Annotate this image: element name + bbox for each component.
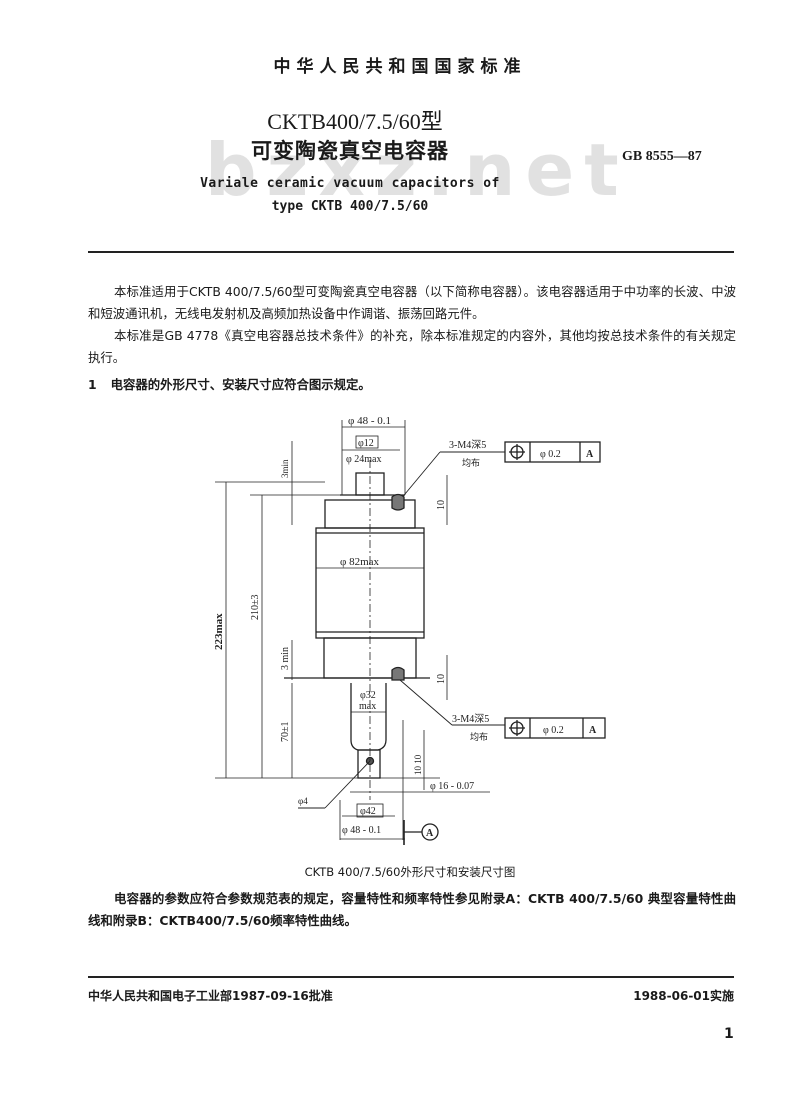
dim-hole: φ4 xyxy=(298,796,308,806)
parameters-text: 电容器的参数应符合参数规范表的规定，容量特性和频率特性参见附录A：CKTB 40… xyxy=(88,891,736,928)
dim-bottom-outer: φ 48 - 0.1 xyxy=(342,825,381,836)
dim-70: 70±1 xyxy=(280,722,291,743)
datum-label: A xyxy=(426,828,434,839)
intro-paragraph-1: 本标准适用于CKTB 400/7.5/60型可变陶瓷真空电容器（以下简称电容器）… xyxy=(88,284,736,321)
page-number: 1 xyxy=(724,1026,734,1042)
dim-3min-top: 3min xyxy=(280,459,290,478)
section-text: 电容器的外形尺寸、安装尺寸应符合图示规定。 xyxy=(110,377,371,392)
effective-date: 1988-06-01实施 xyxy=(633,989,734,1003)
dim-10-10: 10 10 xyxy=(413,754,423,775)
header-divider xyxy=(88,251,734,253)
figure-caption: CKTB 400/7.5/60外形尺寸和安装尺寸图 xyxy=(304,865,516,879)
title-english-line1: Variale ceramic vacuum capacitors of xyxy=(200,176,500,191)
section-number: 1 xyxy=(88,377,97,392)
dim-10-top: 10 xyxy=(436,500,447,510)
intro-paragraph-2: 本标准是GB 4778《真空电容器总技术条件》的补充，除本标准规定的内容外，其他… xyxy=(88,328,736,365)
dim-lower-max: max xyxy=(359,701,376,712)
dim-10-bottom: 10 xyxy=(436,674,447,684)
dim-top-max: φ 24max xyxy=(346,454,382,465)
dim-bottom-inner: φ42 xyxy=(360,806,376,817)
section-1-heading: 1 电容器的外形尺寸、安装尺寸应符合图示规定。 xyxy=(88,375,371,393)
dim-body-length: 210±3 xyxy=(250,595,261,621)
callout-bottom-thread: 3-M4深5 xyxy=(452,713,489,725)
standard-number: GB 8555—87 xyxy=(622,149,702,164)
approval-note: 中华人民共和国电子工业部1987-09-16批准 xyxy=(88,989,333,1003)
intro-section: 本标准适用于CKTB 400/7.5/60型可变陶瓷真空电容器（以下简称电容器）… xyxy=(88,281,736,369)
footer-divider xyxy=(88,976,734,978)
callout-top-datum: A xyxy=(586,449,594,460)
title-model: CKTB400/7.5/60型 xyxy=(267,109,443,134)
dim-lower: φ32 xyxy=(360,690,376,701)
title-english-line2: type CKTB 400/7.5/60 xyxy=(271,199,429,214)
standard-body-header: 中华人民共和国国家标准 xyxy=(273,57,527,77)
callout-top-thread: 3-M4深5 xyxy=(449,439,486,451)
dim-top-inner: φ12 xyxy=(358,438,374,449)
dim-top-outer: φ 48 - 0.1 xyxy=(348,415,391,427)
callout-top-note: 均布 xyxy=(462,457,480,468)
callout-bottom-datum: A xyxy=(589,725,597,736)
dim-3min-bottom: 3 min xyxy=(280,647,291,670)
dim-total: 223max xyxy=(213,613,225,650)
dim-body: φ 82max xyxy=(340,556,380,568)
callout-bottom-tolerance: φ 0.2 xyxy=(543,725,564,736)
callout-bottom-note: 均布 xyxy=(470,731,488,742)
callout-top-tolerance: φ 0.2 xyxy=(540,449,561,460)
dim-16: φ 16 - 0.07 xyxy=(430,781,474,792)
title-chinese: 可变陶瓷真空电容器 xyxy=(251,139,449,163)
parameters-paragraph: 电容器的参数应符合参数规范表的规定，容量特性和频率特性参见附录A：CKTB 40… xyxy=(88,888,736,932)
